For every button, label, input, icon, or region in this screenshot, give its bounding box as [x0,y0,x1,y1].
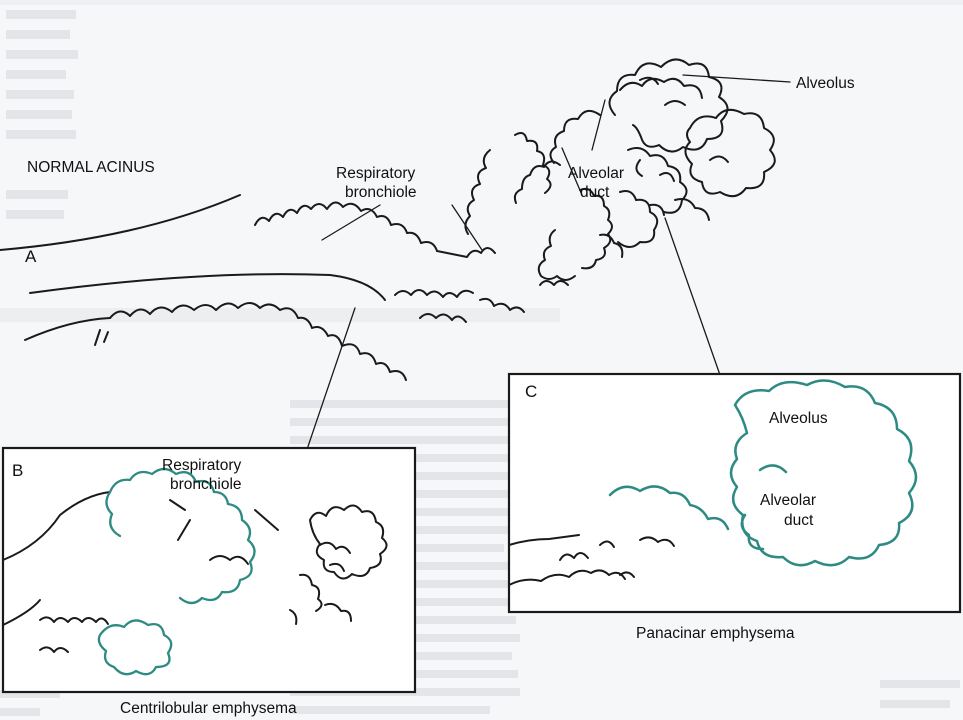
respiratory-bronchiole-label-line1: Respiratory [336,165,415,182]
panel-c: C Alveolus Alveolar duct Panacinar emphy… [509,374,960,642]
normal-acinus-heading: NORMAL ACINUS [27,159,155,176]
panel-c-alveolus-label: Alveolus [769,410,828,427]
respiratory-bronchiole-label-line2: bronchiole [345,184,417,201]
panel-b-letter: B [12,461,23,480]
panel-c-caption: Panacinar emphysema [636,625,795,642]
alveolar-duct-label-line1: Alveolar [568,165,624,182]
panel-a-letter: A [25,247,37,266]
panel-b: B Respiratory bronchiole Centrilobular e… [3,448,415,717]
alveolar-duct-label-line2: duct [580,184,610,201]
panel-c-duct-label-line1: Alveolar [760,492,816,509]
panel-c-letter: C [525,382,537,401]
panel-b-caption: Centrilobular emphysema [120,700,297,717]
panel-c-duct-label-line2: duct [784,512,814,529]
panel-b-resp-label-line1: Respiratory [162,457,241,474]
alveolus-label: Alveolus [796,75,855,92]
panel-b-resp-label-line2: bronchiole [170,476,242,493]
